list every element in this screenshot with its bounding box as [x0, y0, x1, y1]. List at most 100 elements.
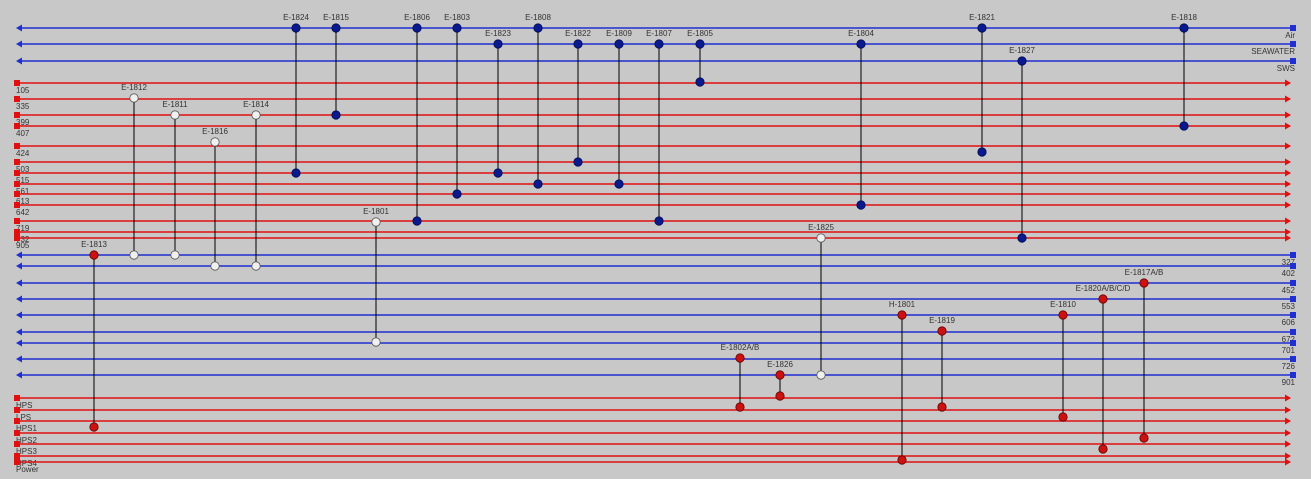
exchanger-e-1820a-b-c-d-end-node[interactable] [1098, 444, 1108, 454]
exchanger-e-1822-start-node[interactable] [573, 39, 583, 49]
stream-seawater-end-marker[interactable] [1290, 41, 1296, 47]
exchanger-e-1804[interactable]: E-1804 [848, 29, 874, 210]
exchanger-e-1808-end-node[interactable] [533, 179, 543, 189]
stream-732-end-marker[interactable] [14, 229, 20, 235]
exchanger-e-1821-end-node[interactable] [977, 147, 987, 157]
exchanger-e-1813-start-node[interactable] [89, 250, 99, 260]
stream-424-end-marker[interactable] [14, 143, 20, 149]
stream-905-end-marker[interactable] [14, 235, 20, 241]
exchanger-e-1825[interactable]: E-1825 [808, 223, 834, 380]
exchanger-e-1807[interactable]: E-1807 [646, 29, 672, 226]
exchanger-e-1811-end-node[interactable] [170, 250, 180, 260]
stream-hps1-end-marker[interactable] [14, 418, 20, 424]
stream-701-end-marker[interactable] [1290, 340, 1296, 346]
stream-719-end-marker[interactable] [14, 218, 20, 224]
exchanger-e-1827[interactable]: E-1827 [1009, 46, 1035, 243]
exchanger-e-1820a-b-c-d[interactable]: E-1820A/B/C/D [1076, 284, 1131, 454]
exchanger-e-1806-end-node[interactable] [412, 216, 422, 226]
exchanger-e-1803-end-node[interactable] [452, 189, 462, 199]
exchanger-e-1823-end-node[interactable] [493, 168, 503, 178]
exchanger-e-1812-start-node[interactable] [129, 93, 139, 103]
stream-327-end-marker[interactable] [1290, 252, 1296, 258]
exchanger-e-1809-end-node[interactable] [614, 179, 624, 189]
exchanger-e-1826-end-node[interactable] [775, 391, 785, 401]
exchanger-e-1814[interactable]: E-1814 [243, 100, 269, 271]
stream-503-end-marker[interactable] [14, 159, 20, 165]
stream-399-end-marker[interactable] [14, 112, 20, 118]
exchanger-e-1824[interactable]: E-1824 [283, 13, 309, 178]
exchanger-e-1826-start-node[interactable] [775, 370, 785, 380]
exchanger-e-1815-end-node[interactable] [331, 110, 341, 120]
exchanger-e-1807-start-node[interactable] [654, 39, 664, 49]
exchanger-e-1808-start-node[interactable] [533, 23, 543, 33]
exchanger-e-1812-end-node[interactable] [129, 250, 139, 260]
exchanger-e-1813-end-node[interactable] [89, 422, 99, 432]
exchanger-e-1819[interactable]: E-1819 [929, 316, 955, 412]
exchanger-e-1819-end-node[interactable] [937, 402, 947, 412]
stream-901-end-marker[interactable] [1290, 372, 1296, 378]
exchanger-e-1802a-b-start-node[interactable] [735, 353, 745, 363]
stream-402-end-marker[interactable] [1290, 263, 1296, 269]
exchanger-e-1815-start-node[interactable] [331, 23, 341, 33]
exchanger-e-1821[interactable]: E-1821 [969, 13, 995, 157]
stream-hps-end-marker[interactable] [14, 395, 20, 401]
stream-lps-end-marker[interactable] [14, 407, 20, 413]
exchanger-e-1818[interactable]: E-1818 [1171, 13, 1197, 131]
exchanger-e-1801[interactable]: E-1801 [363, 207, 389, 347]
exchanger-e-1801-end-node[interactable] [371, 337, 381, 347]
exchanger-h-1801[interactable]: H-1801 [889, 300, 916, 465]
exchanger-e-1805-end-node[interactable] [695, 77, 705, 87]
exchanger-e-1818-end-node[interactable] [1179, 121, 1189, 131]
exchanger-e-1803[interactable]: E-1803 [444, 13, 470, 199]
exchanger-e-1802a-b-end-node[interactable] [735, 402, 745, 412]
exchanger-e-1806[interactable]: E-1806 [404, 13, 430, 226]
exchanger-e-1817a-b[interactable]: E-1817A/B [1125, 268, 1164, 443]
stream-606-end-marker[interactable] [1290, 312, 1296, 318]
stream-642-end-marker[interactable] [14, 202, 20, 208]
exchanger-e-1822[interactable]: E-1822 [565, 29, 591, 167]
exchanger-e-1802a-b[interactable]: E-1802A/B [721, 343, 760, 412]
exchanger-e-1810-end-node[interactable] [1058, 412, 1068, 422]
exchanger-e-1827-start-node[interactable] [1017, 56, 1027, 66]
stream-335-end-marker[interactable] [14, 96, 20, 102]
exchanger-e-1825-start-node[interactable] [816, 233, 826, 243]
stream-air-end-marker[interactable] [1290, 25, 1296, 31]
exchanger-e-1816[interactable]: E-1816 [202, 127, 228, 271]
exchanger-e-1825-end-node[interactable] [816, 370, 826, 380]
exchanger-e-1811-start-node[interactable] [170, 110, 180, 120]
stream-407-end-marker[interactable] [14, 123, 20, 129]
exchanger-e-1814-end-node[interactable] [251, 261, 261, 271]
exchanger-e-1817a-b-start-node[interactable] [1139, 278, 1149, 288]
exchanger-e-1808[interactable]: E-1808 [525, 13, 551, 189]
stream-553-end-marker[interactable] [1290, 296, 1296, 302]
exchanger-e-1809[interactable]: E-1809 [606, 29, 632, 189]
exchanger-e-1821-start-node[interactable] [977, 23, 987, 33]
exchanger-e-1811[interactable]: E-1811 [162, 100, 188, 260]
exchanger-e-1814-start-node[interactable] [251, 110, 261, 120]
exchanger-e-1806-start-node[interactable] [412, 23, 422, 33]
stream-613-end-marker[interactable] [14, 191, 20, 197]
stream-672-end-marker[interactable] [1290, 329, 1296, 335]
stream-sws-end-marker[interactable] [1290, 58, 1296, 64]
exchanger-e-1801-start-node[interactable] [371, 217, 381, 227]
stream-105-end-marker[interactable] [14, 80, 20, 86]
exchanger-e-1823-start-node[interactable] [493, 39, 503, 49]
exchanger-e-1819-start-node[interactable] [937, 326, 947, 336]
exchanger-e-1824-end-node[interactable] [291, 168, 301, 178]
exchanger-e-1818-start-node[interactable] [1179, 23, 1189, 33]
stream-515-end-marker[interactable] [14, 170, 20, 176]
exchanger-e-1826[interactable]: E-1826 [767, 360, 793, 401]
exchanger-e-1805-start-node[interactable] [695, 39, 705, 49]
exchanger-e-1816-start-node[interactable] [210, 137, 220, 147]
exchanger-e-1805[interactable]: E-1805 [687, 29, 713, 87]
stream-power-end-marker[interactable] [14, 459, 20, 465]
exchanger-e-1810[interactable]: E-1810 [1050, 300, 1076, 422]
exchanger-h-1801-start-node[interactable] [897, 310, 907, 320]
stream-452-end-marker[interactable] [1290, 280, 1296, 286]
stream-561-end-marker[interactable] [14, 181, 20, 187]
exchanger-e-1820a-b-c-d-start-node[interactable] [1098, 294, 1108, 304]
exchanger-e-1827-end-node[interactable] [1017, 233, 1027, 243]
exchanger-e-1816-end-node[interactable] [210, 261, 220, 271]
exchanger-e-1803-start-node[interactable] [452, 23, 462, 33]
exchanger-e-1810-start-node[interactable] [1058, 310, 1068, 320]
